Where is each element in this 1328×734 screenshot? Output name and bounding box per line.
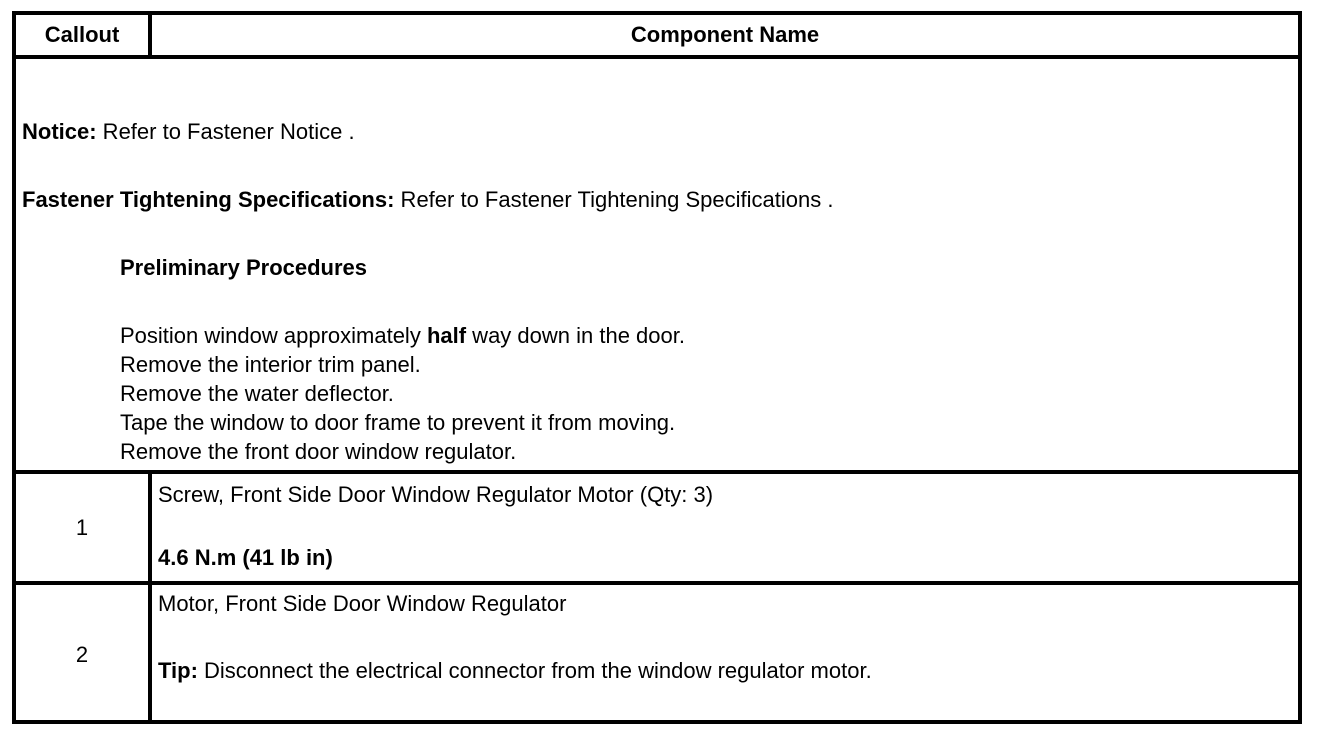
preliminary-heading-text: Preliminary Procedures <box>120 255 368 280</box>
table-row: 2 Motor, Front Side Door Window Regulato… <box>16 585 1298 724</box>
preliminary-steps: Position window approximately half way d… <box>120 321 685 466</box>
component-cell: Motor, Front Side Door Window Regulator … <box>152 585 1298 724</box>
component-name: Screw, Front Side Door Window Regulator … <box>158 482 714 507</box>
callout-number: 1 <box>75 514 89 540</box>
step-text: Position window approximately <box>120 323 427 348</box>
tip-label: Tip: <box>158 658 198 683</box>
fastener-specs-label: Fastener Tightening Specifications: <box>22 187 395 212</box>
component-name-header-cell: Component Name <box>152 15 1298 55</box>
callout-header-cell: Callout <box>16 15 148 55</box>
preliminary-heading: Preliminary Procedures <box>120 255 367 281</box>
table-header-row: Callout Component Name <box>16 15 1298 59</box>
step-emphasis: half <box>426 323 467 348</box>
list-item: Position window approximately half way d… <box>120 321 685 350</box>
list-item: Tape the window to door frame to prevent… <box>120 410 676 435</box>
step-text: way down in the door. <box>466 323 685 348</box>
tip-line: Tip: Disconnect the electrical connector… <box>158 658 872 684</box>
notice-line: Notice: Refer to Fastener Notice . <box>22 119 355 145</box>
component-name-header: Component Name <box>630 22 820 47</box>
fastener-specs-text: Refer to Fastener Tightening Specificati… <box>394 187 834 212</box>
callout-number: 2 <box>75 641 89 667</box>
notes-row: Notice: Refer to Fastener Notice . Faste… <box>16 59 1298 474</box>
tip-text: Disconnect the electrical connector from… <box>197 658 872 683</box>
component-cell: Screw, Front Side Door Window Regulator … <box>152 474 1298 581</box>
list-item: Remove the water deflector. <box>120 381 394 406</box>
callout-header: Callout <box>44 22 120 47</box>
notice-label: Notice: <box>22 119 97 144</box>
fastener-specs-line: Fastener Tightening Specifications: Refe… <box>22 187 833 213</box>
callout-cell: 2 <box>16 585 148 724</box>
column-divider <box>148 15 152 55</box>
notice-text: Refer to Fastener Notice . <box>96 119 355 144</box>
component-table: Callout Component Name Notice: Refer to … <box>12 11 1302 724</box>
component-name: Motor, Front Side Door Window Regulator <box>158 591 567 616</box>
table-row: 1 Screw, Front Side Door Window Regulato… <box>16 474 1298 585</box>
torque-spec: 4.6 N.m (41 lb in) <box>158 545 333 570</box>
list-item: Remove the front door window regulator. <box>120 439 517 464</box>
column-divider <box>148 474 152 581</box>
column-divider <box>148 585 152 724</box>
list-item: Remove the interior trim panel. <box>120 352 421 377</box>
callout-cell: 1 <box>16 474 148 581</box>
